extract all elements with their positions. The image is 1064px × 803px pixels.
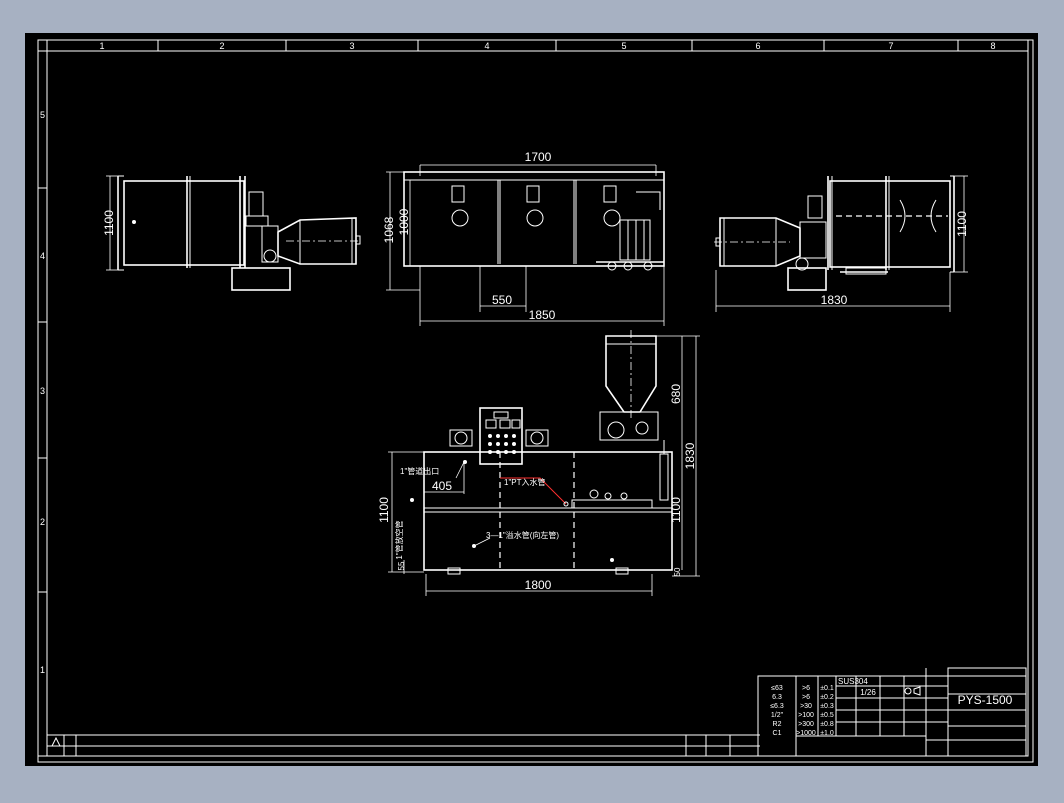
title-block: PYS-1500 SUS304 1/26 ≤636.3≤6.31/2"R2C1 … [757,667,1027,757]
column-zone-ticks: 1 2 3 4 5 6 7 8 [46,40,1029,51]
right-side-view: 1100 1830 [714,175,969,312]
bottom-view: 1830 680 1100 50 1100 55 405 1800 1"管道出口… [377,330,700,596]
front-height-inner: 1000 [397,208,411,235]
tolerance-cell: ±0.2 [820,694,834,701]
tolerance-cell: R2 [773,721,782,728]
tolerance-cell: ±1.0 [820,730,834,737]
control-panel [479,407,523,465]
offset-405-dim: 405 [432,479,452,493]
tolerance-mid-column: >6 >6 >30 >100 >300 >1000 [796,685,816,737]
tolerance-cell: >300 [798,721,814,728]
tolerance-cell: >1000 [796,730,816,737]
front-width-bottom: 1850 [529,308,556,322]
tank-body-left [123,180,245,266]
tank-body-right [829,180,951,268]
column-label-3: 3 [349,41,354,51]
drawing-sheet [25,33,1038,766]
left-side-view: 1100 [102,175,361,291]
label-water-inlet: 1"PT入水管 [504,477,546,487]
row-label-1: 1 [40,665,45,675]
tolerance-cell: ±0.8 [820,721,834,728]
row-label-4: 4 [40,251,45,261]
hopper-height-dim: 680 [669,384,683,404]
tolerance-cell: >6 [802,694,810,701]
right-height-1100: 1100 [669,497,683,523]
sheet-frame [37,39,1034,763]
control-panel-buttons [488,434,516,454]
column-label-2: 2 [219,41,224,51]
drawing-number: PYS-1500 [958,693,1013,707]
front-offset-dim: 550 [492,293,512,307]
tolerance-cell: 6.3 [772,694,782,701]
tolerance-cell: 1/2" [771,712,784,719]
tolerance-cell: ≤6.3 [770,703,784,710]
row-label-2: 2 [40,517,45,527]
bottom-55-dim: 55 [397,561,406,570]
column-label-4: 4 [484,41,489,51]
label-drain: 1"管放空管 [394,520,404,559]
tolerance-cell: >30 [800,703,812,710]
row-label-5: 5 [40,110,45,120]
label-outlet: 1"管道出口 [400,466,439,476]
column-label-8: 8 [990,41,995,51]
column-label-1: 1 [99,41,104,51]
right-width-dim: 1830 [821,293,848,307]
column-label-5: 5 [621,41,626,51]
bottom-50-dim: 50 [673,567,682,576]
tolerance-cell: ≤63 [771,685,783,692]
left-height-1100: 1100 [377,497,391,523]
tolerance-cell: >100 [798,712,814,719]
revision-strip [51,735,731,756]
column-label-6: 6 [755,41,760,51]
row-label-3: 3 [40,386,45,396]
material: SUS304 [838,677,868,686]
front-width-top: 1700 [525,150,552,164]
revision-triangle-icon [51,736,61,747]
unit-elevation [423,451,673,571]
bottom-width-dim: 1800 [525,578,552,592]
right-height-dim: 1100 [955,211,969,237]
front-view: 1700 1068 1000 550 1850 [382,150,665,326]
scale: 1/26 [860,688,876,697]
row-zone-ticks: 5 4 3 2 1 [38,50,47,757]
tank-front [403,171,665,267]
total-height-dim: 1830 [683,442,697,469]
front-height-outer: 1068 [382,216,396,243]
tolerance-cell: ±0.5 [820,712,834,719]
tolerance-cell: ±0.3 [820,703,834,710]
base-left [231,267,291,291]
tolerance-cell: C1 [773,730,782,737]
left-height-dim: 1100 [102,210,116,236]
tolerance-cell: ±0.1 [820,685,834,692]
tolerance-cell: >6 [802,685,810,692]
column-label-7: 7 [888,41,893,51]
label-overflow: 3—1"溢水管(向左管) [486,530,559,540]
projection-symbol-icon [904,687,912,695]
tolerance-right-column: ±0.1 ±0.2 ±0.3 ±0.5 ±0.8 ±1.0 [820,685,834,737]
